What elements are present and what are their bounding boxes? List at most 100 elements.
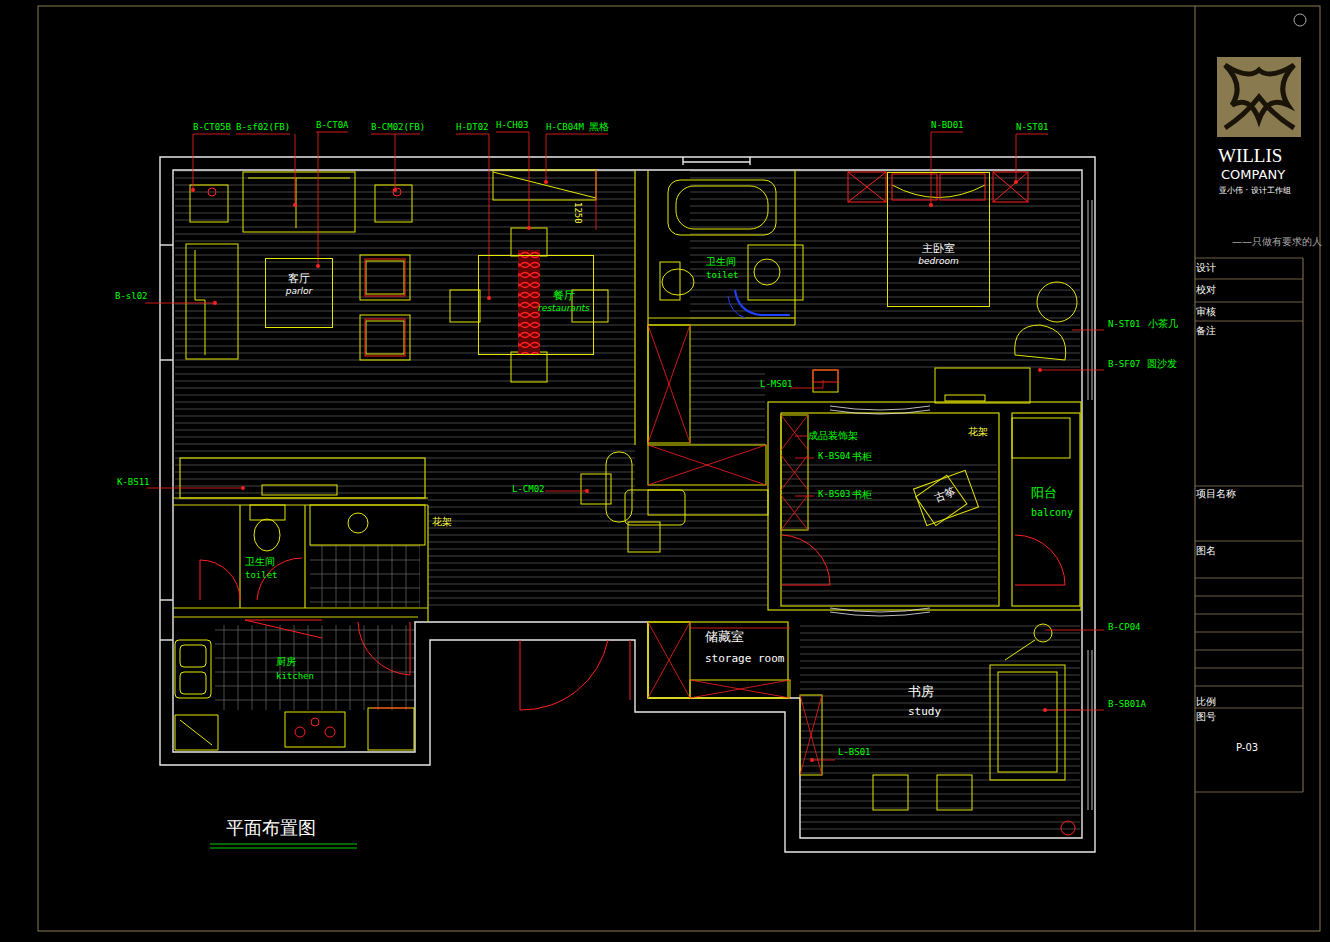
drawing-line (1061, 821, 1075, 835)
title-block-field: 项目名称 (1196, 488, 1236, 499)
drawing-line (493, 172, 596, 198)
drawing-line (795, 458, 814, 459)
drawing-line (191, 188, 195, 192)
annotation-label: balcony (1031, 507, 1073, 518)
drawing-line (175, 455, 635, 500)
drawing-title: 平面布置图 (226, 816, 316, 840)
drawing-line (175, 640, 211, 698)
drawing-line (173, 607, 428, 608)
drawing-line (393, 188, 397, 192)
drawing-line (782, 585, 830, 586)
drawing-line (931, 132, 932, 205)
drawing-line (1034, 624, 1052, 642)
drawing-line (812, 760, 835, 761)
drawing-line (683, 161, 750, 162)
annotation-label: 黑格 (589, 121, 609, 132)
drawing-line (873, 475, 1065, 810)
drawing-line (648, 317, 795, 318)
drawing-line (520, 640, 521, 710)
annotation-label: H-CB04M (546, 123, 584, 133)
drawing-line (931, 132, 963, 133)
furniture-box: 主卧室bedroom (887, 172, 990, 307)
drawing-line (1043, 708, 1047, 712)
drawing-line (873, 775, 908, 810)
drawing-line (993, 172, 1028, 202)
drawing-line (848, 172, 886, 202)
drawing-line (648, 622, 690, 698)
drawing-line (489, 134, 490, 298)
annotation-label: K-BS11 (117, 478, 150, 488)
drawing-line (38, 6, 1320, 931)
drawing-line (813, 370, 838, 382)
drawing-line (823, 380, 824, 388)
drawing-line (648, 325, 822, 775)
drawing-line (395, 134, 396, 190)
drawing-line (365, 259, 405, 296)
drawing-line (1195, 632, 1303, 633)
drawing-line (795, 496, 814, 497)
drawing-line (316, 132, 348, 133)
drawing-line (375, 185, 412, 222)
drawing-line (1195, 596, 1303, 597)
drawing-line (1016, 134, 1048, 135)
annotation-label: WILLIS (1218, 146, 1282, 167)
drawing-line (450, 290, 480, 322)
drawing-line (487, 296, 491, 300)
drawing-line (360, 255, 410, 300)
drawing-line (937, 775, 972, 810)
drawing-line (200, 560, 201, 600)
drawing-line (520, 640, 608, 710)
drawing-line (1195, 668, 1303, 669)
drawing-line (371, 134, 420, 135)
annotation-label: 卫生间 (245, 556, 275, 567)
drawing-line (190, 185, 228, 222)
drawing-line (546, 134, 608, 135)
drawing-line (660, 180, 803, 300)
drawing-line (245, 620, 322, 638)
drawing-line (848, 172, 886, 202)
drawing-line (1195, 614, 1303, 615)
drawing-line (193, 134, 230, 135)
annotation-label: 花架 (968, 426, 988, 437)
drawing-line (160, 359, 173, 360)
drawing-line (648, 622, 690, 698)
annotation-label: N-ST01 (1108, 320, 1141, 330)
drawing-line (360, 315, 410, 360)
drawing-line (1016, 134, 1017, 182)
drawing-line (1195, 258, 1303, 792)
drawing-line (1195, 578, 1303, 579)
drawing-line (781, 413, 999, 606)
drawing-line (372, 708, 410, 709)
drawing-line (248, 178, 350, 179)
title-block-field: P-03 (1236, 742, 1258, 753)
drawing-line (648, 325, 690, 443)
drawing-line (1195, 258, 1303, 259)
drawing-line (160, 157, 1095, 852)
drawing-line (892, 185, 985, 198)
drawing-line (295, 134, 296, 205)
annotation-label: B-CT0A (316, 121, 349, 131)
drawing-line (768, 402, 1081, 610)
drawing-line (160, 157, 1095, 852)
title-block-field: 备注 (1196, 325, 1216, 336)
drawing-line (186, 244, 238, 359)
drawing-line (1195, 686, 1303, 687)
drawing-line (544, 180, 548, 184)
drawing-line (781, 455, 808, 490)
drawing-line (1088, 650, 1089, 810)
drawing-line (241, 486, 245, 490)
annotation-label: B-sf02(FB) (236, 123, 290, 133)
drawing-line (749, 157, 750, 165)
drawing-line (180, 458, 425, 498)
drawing-line (208, 188, 216, 196)
drawing-line (1045, 630, 1104, 631)
drawing-line (296, 178, 297, 228)
annotation-label: 1250 (572, 202, 582, 224)
drawing-line (634, 170, 635, 445)
drawing-line (245, 620, 410, 737)
drawing-line (186, 170, 1070, 495)
drawing-line (518, 250, 540, 355)
title-block-field: 图号 (1196, 711, 1216, 722)
annotation-label: B-SF07 (1108, 360, 1141, 370)
